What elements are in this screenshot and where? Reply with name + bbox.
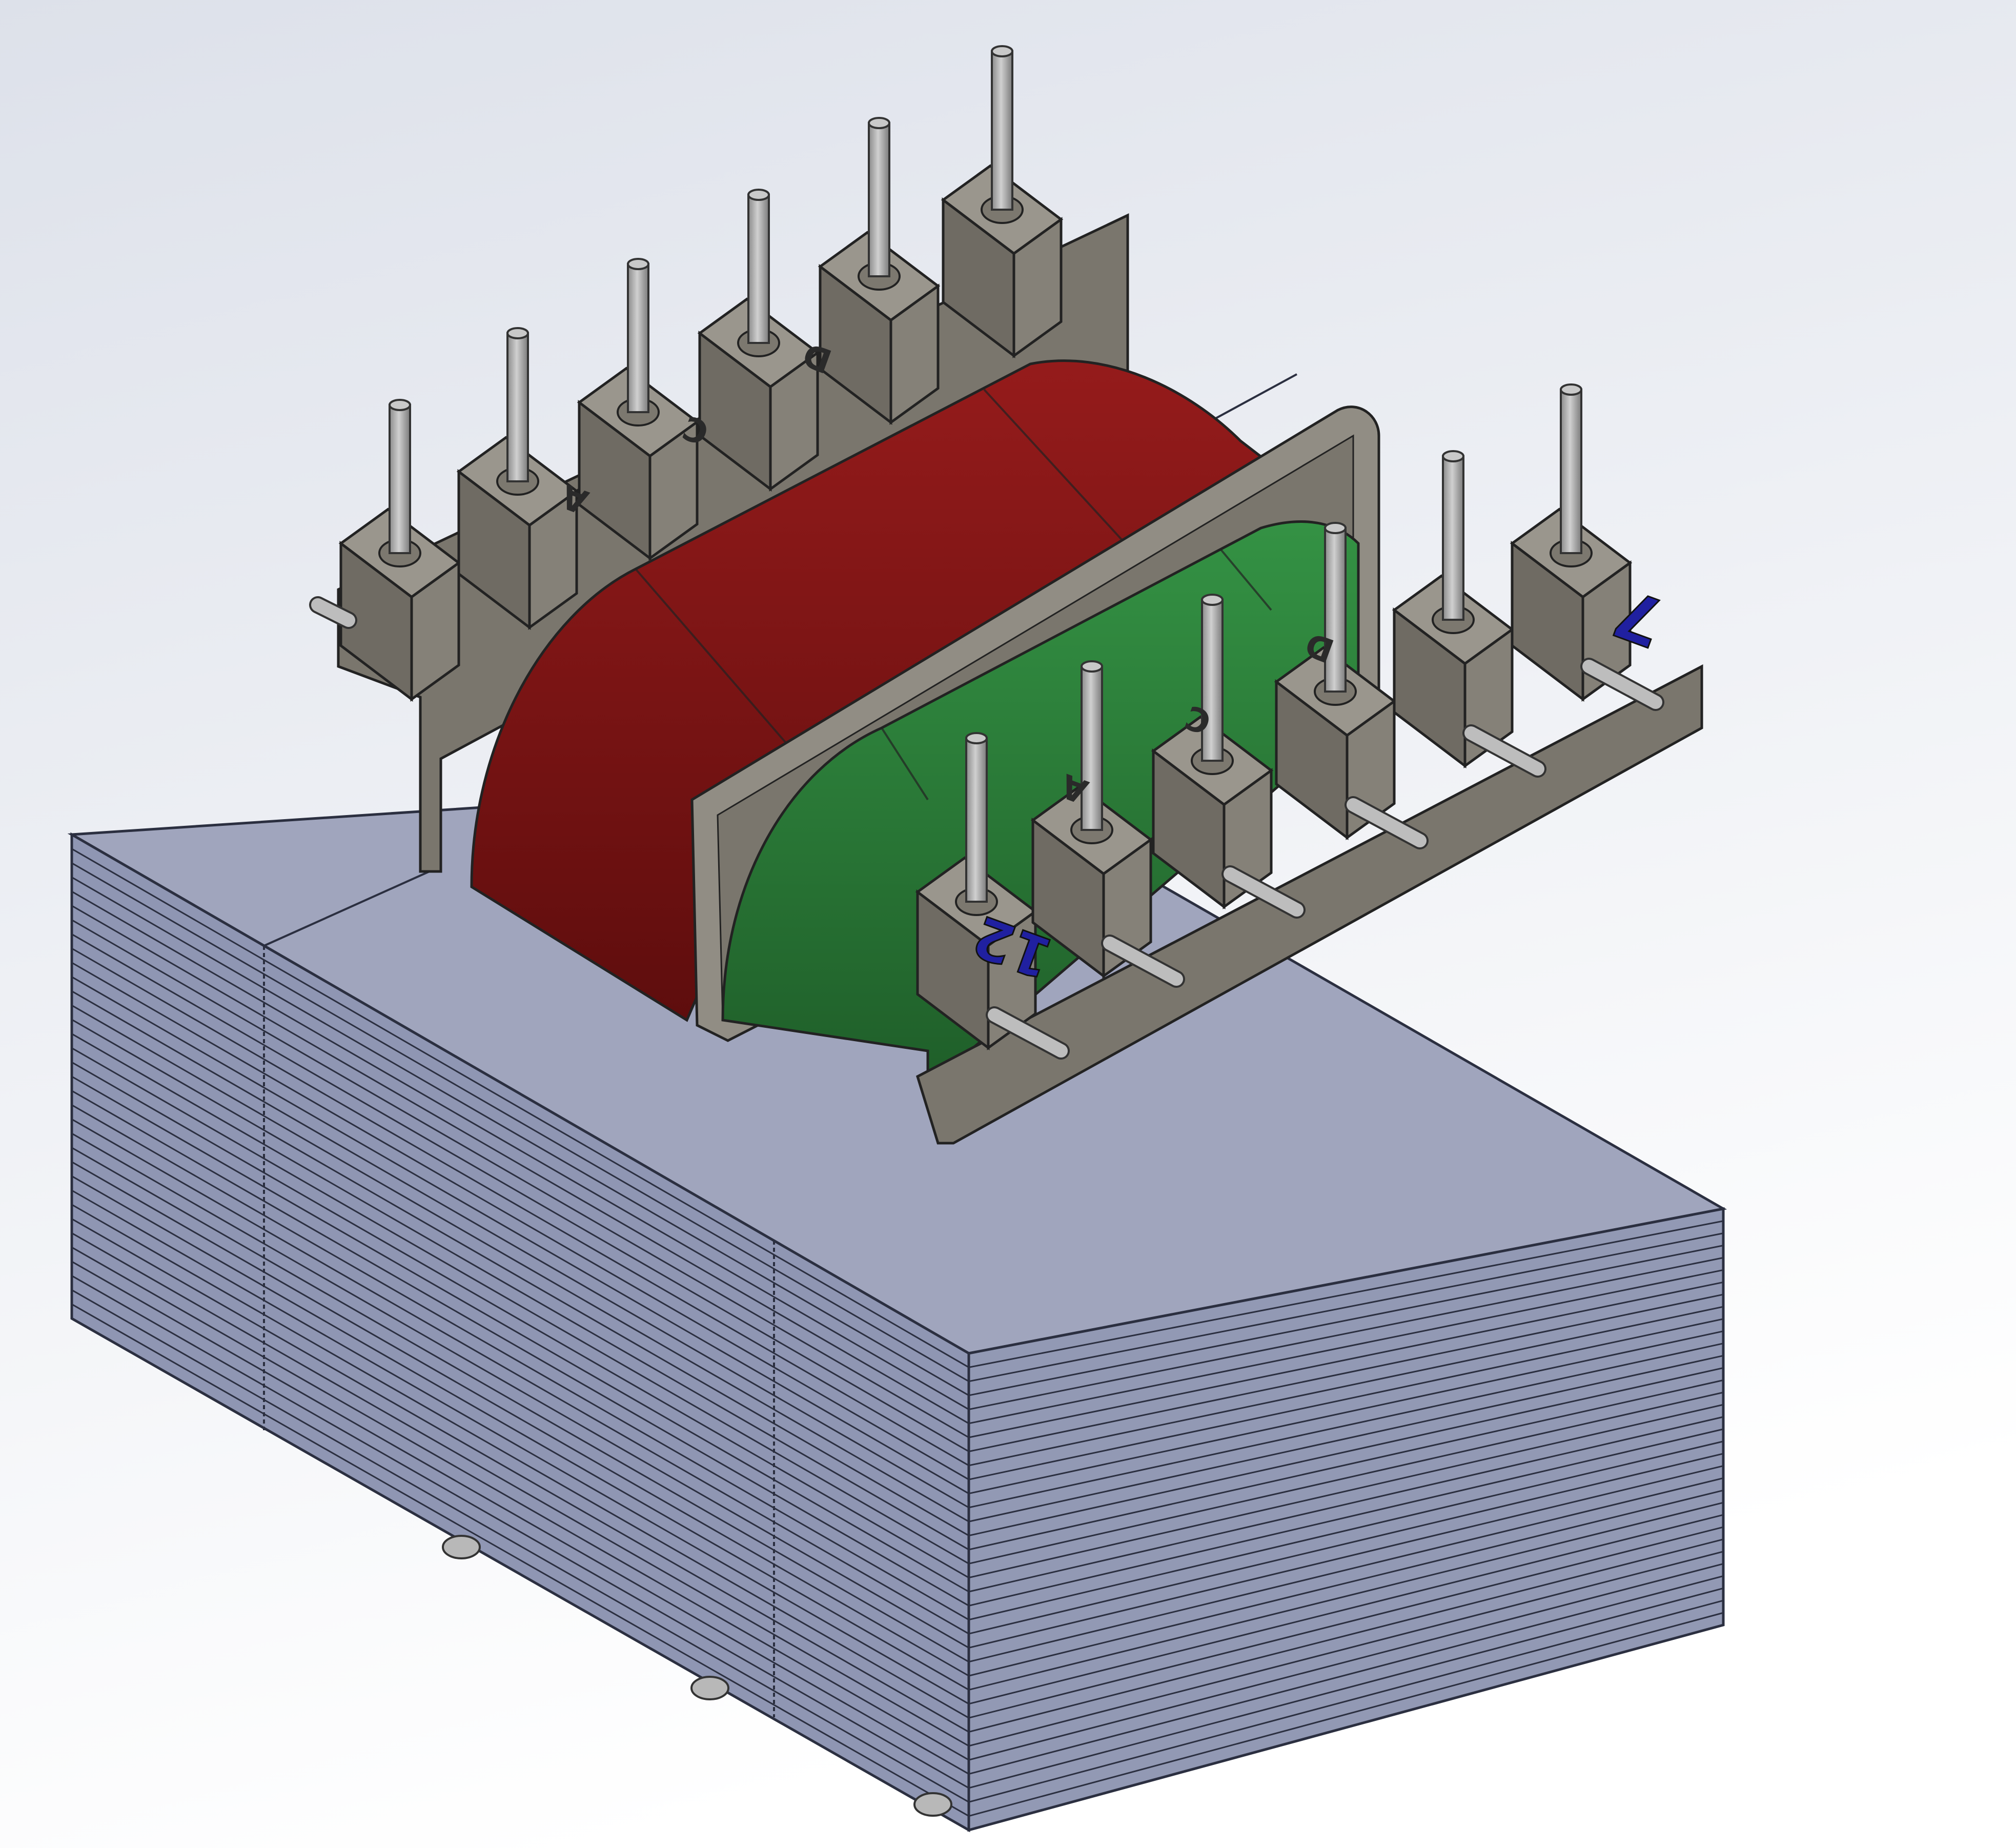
- back-pin-block-3: [577, 258, 700, 561]
- back-pin-block-6: [941, 45, 1064, 359]
- front-bobbin: [915, 664, 1703, 1145]
- pin-stub-3: [1221, 865, 1306, 919]
- core-right-face: [967, 1207, 1725, 1832]
- pin-stub-2: [1101, 935, 1185, 988]
- pin-stub-6: [1580, 658, 1664, 711]
- bottom-pins: [442, 1535, 952, 1817]
- back-pin-block-4: [697, 189, 820, 492]
- pin-stub-back: [309, 596, 357, 629]
- core-laminations: [71, 848, 1724, 1817]
- front-pin-block-6: [1510, 383, 1633, 702]
- back-pin-block-1: [338, 399, 461, 702]
- back-pin-row: [338, 45, 1064, 702]
- back-pin-block-2: [456, 327, 579, 631]
- back-pin-block-5: [818, 117, 941, 425]
- pin-stubs: [309, 596, 1664, 1060]
- core-top-seam-front: [263, 865, 441, 947]
- pin-stub-1: [986, 1006, 1070, 1060]
- pin-stub-5: [1462, 724, 1546, 778]
- front-pin-block-2: [1030, 660, 1153, 979]
- pin-stub-4: [1345, 796, 1429, 849]
